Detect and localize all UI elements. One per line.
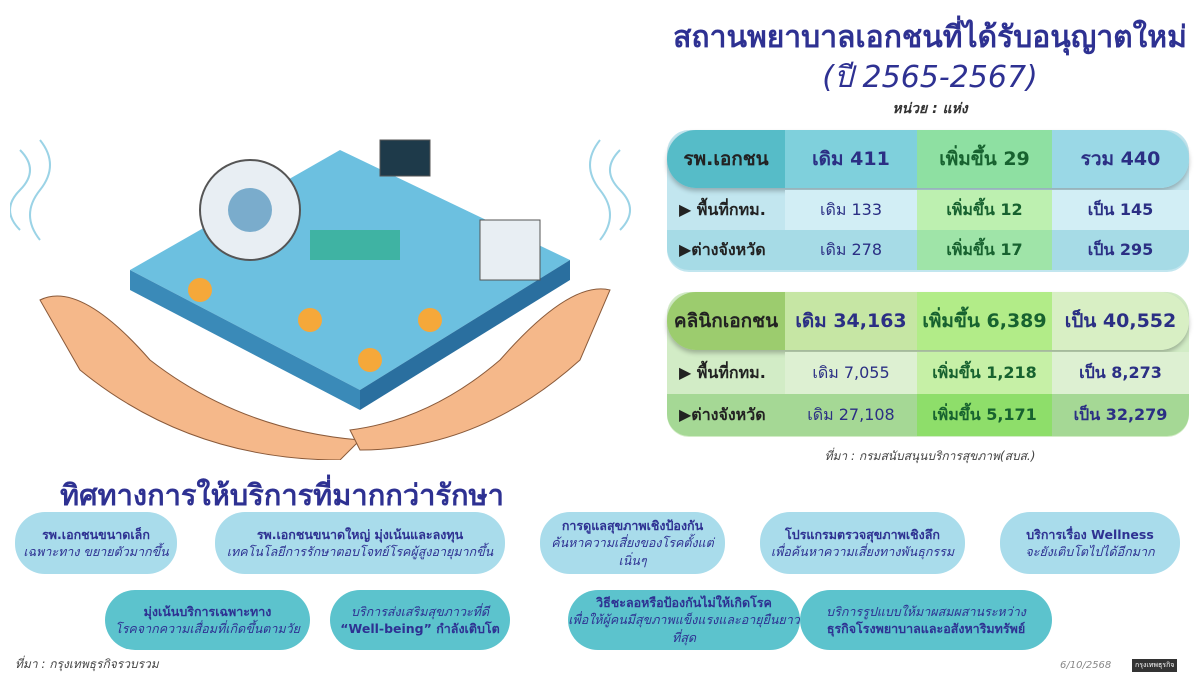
row-label: ▶ต่างจังหวัด [679, 239, 766, 259]
row-old: เดิม 7,055 [785, 352, 917, 394]
bubble-real-estate: บริการรูปแบบให้มาผสมผสานระหว่างธุรกิจโรง… [800, 590, 1052, 650]
table-source: ที่มา : กรมสนับสนุนบริการสุขภาพ(สบส.) [824, 449, 1036, 463]
header-total: รวม 440 [1052, 130, 1189, 188]
bubble-well-being: บริการส่งเสริมสุขภาวะที่ดี“Well-being” ก… [330, 590, 510, 650]
bed-icon [310, 230, 400, 260]
row-old: เดิม 278 [819, 239, 883, 259]
hospital-header-row: รพ.เอกชน เดิม 411 เพิ่มขึ้น 29 รวม 440 [667, 130, 1189, 188]
row-label: ▶ พื้นที่กทม. [679, 362, 766, 382]
wave-lines-icon [10, 139, 631, 241]
table-row: ▶ พื้นที่กทม. เดิม 133 เพิ่มขึ้น 12 เป็น… [667, 190, 1189, 230]
table-row: ▶ต่างจังหวัด เดิม 27,108 เพิ่มขึ้น 5,171… [667, 394, 1189, 436]
row-total: เป็น 32,279 [1073, 404, 1168, 424]
bubble-disease-prevention: วิธีชะลอหรือป้องกันไม่ให้เกิดโรคเพื่อให้… [568, 590, 800, 650]
row-label: ▶ต่างจังหวัด [679, 404, 766, 424]
bubble-large-hospital: รพ.เอกชนขนาดใหญ่ มุ่งเน้นและลงทุนเทคโนโล… [215, 512, 505, 574]
page-title: สถานพยาบาลเอกชนที่ได้รับอนุญาตใหม่ [673, 20, 1187, 55]
row-added: เพิ่มขึ้น 1,218 [917, 352, 1052, 394]
header-added: เพิ่มขึ้น 6,389 [917, 292, 1052, 350]
equipment-icon [479, 219, 541, 281]
date-label: 6/10/2568 [1060, 660, 1112, 671]
row-old: เดิม 27,108 [807, 404, 895, 424]
header-added: เพิ่มขึ้น 29 [917, 130, 1052, 188]
left-hand-icon [39, 295, 362, 460]
bubble-specialized: มุ่งเน้นบริการเฉพาะทางโรคจากความเสื่อมที… [105, 590, 310, 650]
hospital-illustration [10, 139, 631, 460]
row-added: เพิ่มขึ้น 17 [917, 230, 1052, 270]
row-added: เพิ่มขึ้น 12 [917, 190, 1052, 230]
right-hand-icon [349, 288, 611, 451]
row-total: เป็น 8,273 [1052, 352, 1189, 394]
table-row: ▶ต่างจังหวัด เดิม 278 เพิ่มขึ้น 17 เป็น … [667, 230, 1189, 270]
header-total: เป็น 40,552 [1052, 292, 1189, 350]
footer-source: ที่มา : กรุงเทพธุรกิจรวบรวม [15, 657, 159, 671]
row-total: เป็น 295 [1087, 239, 1154, 259]
row-total: เป็น 145 [1052, 190, 1189, 230]
logo: กรุงเทพธุรกิจ [1132, 659, 1178, 672]
clinic-header-row: คลินิกเอกชน เดิม 34,163 เพิ่มขึ้น 6,389 … [667, 292, 1189, 350]
unit-label: หน่วย : แห่ง [892, 101, 968, 117]
header-label: รพ.เอกชน [667, 130, 785, 188]
section-heading: ทิศทางการให้บริการที่มากกว่ารักษา [60, 478, 504, 512]
hospital-table: รพ.เอกชน เดิม 411 เพิ่มขึ้น 29 รวม 440 ▶… [667, 130, 1189, 272]
row-old: เดิม 133 [785, 190, 917, 230]
monitor-icon [379, 139, 431, 177]
row-added: เพิ่มขึ้น 5,171 [917, 394, 1052, 436]
bubble-health-checkup: โปรแกรมตรวจสุขภาพเชิงลึกเพื่อค้นหาความเส… [760, 512, 965, 574]
bubble-small-hospital: รพ.เอกชนขนาดเล็กเฉพาะทาง ขยายตัวมากขึ้น [15, 512, 177, 574]
table-row: ▶ พื้นที่กทม. เดิม 7,055 เพิ่มขึ้น 1,218… [667, 352, 1189, 394]
row-label: ▶ พื้นที่กทม. [679, 199, 766, 219]
bubble-preventive-care: การดูแลสุขภาพเชิงป้องกันค้นหาความเสี่ยงข… [540, 512, 725, 574]
page-subtitle: (ปี 2565-2567) [822, 60, 1038, 95]
clinic-table: คลินิกเอกชน เดิม 34,163 เพิ่มขึ้น 6,389 … [667, 292, 1189, 437]
header-label: คลินิกเอกชน [667, 292, 785, 350]
header-old: เดิม 411 [785, 130, 917, 188]
header-old: เดิม 34,163 [785, 292, 917, 350]
